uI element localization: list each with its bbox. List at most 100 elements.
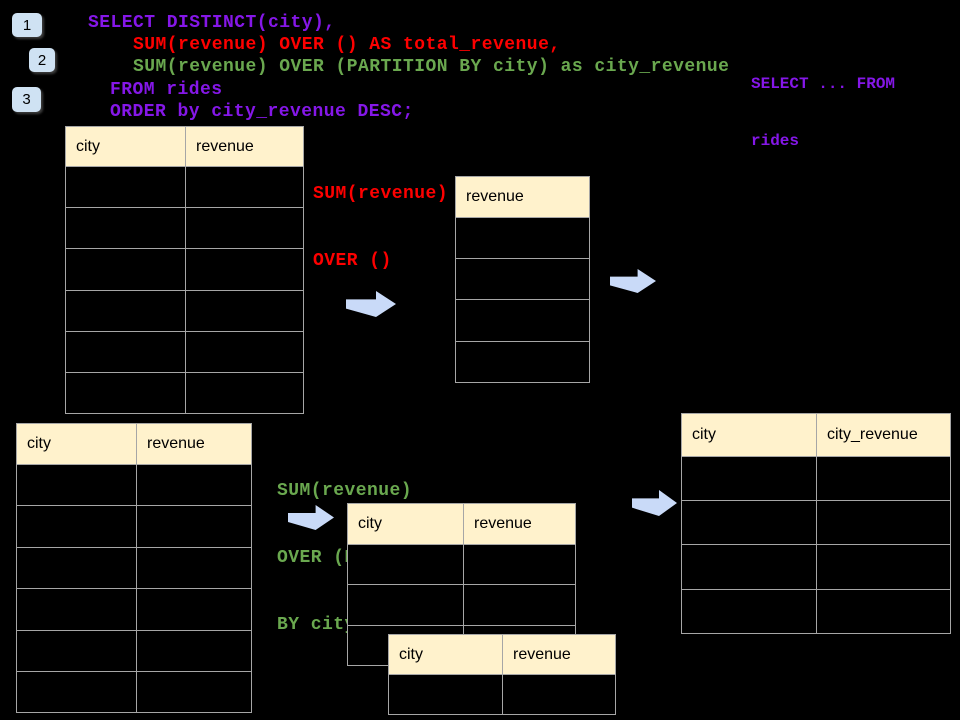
table-header-cell: city bbox=[66, 127, 186, 167]
sql-line-select: SELECT DISTINCT(city), bbox=[88, 13, 336, 33]
table-row bbox=[456, 259, 590, 301]
table-cell bbox=[137, 506, 252, 548]
table-cell bbox=[137, 630, 252, 672]
table-row bbox=[456, 218, 590, 260]
table-row bbox=[66, 331, 304, 373]
table-cell bbox=[17, 671, 137, 714]
table-cell bbox=[348, 545, 464, 586]
sql-line-city-revenue: SUM(revenue) OVER (PARTITION BY city) as… bbox=[133, 57, 730, 77]
table-header-cell: city bbox=[389, 635, 503, 675]
table-cell bbox=[389, 675, 503, 715]
table-row bbox=[456, 300, 590, 342]
table-header-cell: revenue bbox=[456, 177, 590, 218]
table-cell bbox=[66, 372, 186, 415]
table-cell bbox=[137, 465, 252, 507]
table-header-cell: city bbox=[348, 504, 464, 545]
table-header-cell: city bbox=[17, 424, 137, 465]
right-arrow-icon-partition-out bbox=[632, 490, 677, 516]
table-row bbox=[682, 457, 951, 502]
table-row bbox=[682, 545, 951, 590]
step-badge-2-label: 2 bbox=[37, 51, 47, 69]
label-sum-over-all-line1: SUM(revenue) bbox=[313, 183, 449, 204]
table-cell bbox=[17, 465, 137, 507]
label-sum-over-all: SUM(revenue) OVER () bbox=[313, 138, 448, 317]
table-cell bbox=[66, 167, 186, 209]
label-sum-over-partition-line1: SUM(revenue) bbox=[277, 480, 413, 501]
table-cell bbox=[682, 545, 817, 590]
sql-side-note-line2: rides bbox=[751, 132, 800, 150]
table-cell bbox=[186, 167, 304, 209]
table-cell bbox=[817, 501, 951, 546]
table-cell bbox=[186, 372, 304, 415]
table-row bbox=[17, 506, 252, 548]
table-cell bbox=[186, 208, 304, 250]
table-cell bbox=[137, 547, 252, 590]
step-badge-2: 2 bbox=[29, 48, 55, 72]
right-arrow-icon-total-out bbox=[610, 269, 656, 293]
table-row bbox=[456, 341, 590, 383]
table-cell bbox=[682, 589, 817, 634]
table-row bbox=[17, 465, 252, 507]
table-cell bbox=[186, 249, 304, 291]
table-cell bbox=[464, 585, 576, 626]
table-cell bbox=[66, 331, 186, 373]
step-badge-1-label: 1 bbox=[22, 16, 32, 34]
table-cell bbox=[17, 506, 137, 548]
table-row bbox=[17, 589, 252, 631]
table-cell bbox=[348, 585, 464, 626]
step-badge-3: 3 bbox=[12, 87, 41, 112]
table-cell bbox=[137, 671, 252, 714]
table-row bbox=[348, 585, 576, 626]
sql-line-order-by: ORDER by city_revenue DESC; bbox=[110, 102, 414, 122]
table-cell bbox=[66, 249, 186, 291]
table-row bbox=[66, 167, 304, 209]
table-cell bbox=[17, 589, 137, 631]
table-cell bbox=[682, 457, 817, 502]
table-cell bbox=[66, 290, 186, 332]
table-cell bbox=[464, 545, 576, 586]
table-header-cell: city_revenue bbox=[817, 414, 951, 457]
table-header-cell: city bbox=[682, 414, 817, 457]
table-row bbox=[66, 208, 304, 250]
table-row bbox=[348, 545, 576, 586]
table-cell bbox=[682, 501, 817, 546]
table-cell bbox=[456, 218, 590, 260]
table-cell bbox=[186, 331, 304, 373]
table-row bbox=[682, 589, 951, 634]
step-badge-1: 1 bbox=[12, 13, 42, 37]
table-header-cell: revenue bbox=[186, 127, 304, 167]
table-cell bbox=[17, 547, 137, 590]
table-cell bbox=[66, 208, 186, 250]
sql-side-note-line1: SELECT ... FROM bbox=[751, 75, 896, 93]
table-cell bbox=[817, 545, 951, 590]
table-row bbox=[66, 249, 304, 291]
sql-side-note: SELECT ... FROM rides bbox=[751, 37, 895, 189]
table-cell bbox=[503, 675, 616, 715]
table-cell bbox=[456, 341, 590, 383]
table-cell bbox=[456, 259, 590, 301]
table-cell bbox=[456, 300, 590, 342]
table-row bbox=[17, 547, 252, 590]
table-row bbox=[17, 630, 252, 672]
table-row bbox=[389, 675, 616, 715]
table-cell bbox=[817, 457, 951, 502]
step-badge-3-label: 3 bbox=[22, 91, 31, 108]
table-header-row: revenue bbox=[456, 177, 590, 218]
table-row bbox=[66, 372, 304, 415]
table-cell bbox=[186, 290, 304, 332]
table-row bbox=[66, 290, 304, 332]
sql-line-total-revenue: SUM(revenue) OVER () AS total_revenue, bbox=[133, 35, 561, 55]
table-header-cell: revenue bbox=[503, 635, 616, 675]
table-row bbox=[17, 671, 252, 714]
sql-line-from: FROM rides bbox=[110, 80, 223, 100]
